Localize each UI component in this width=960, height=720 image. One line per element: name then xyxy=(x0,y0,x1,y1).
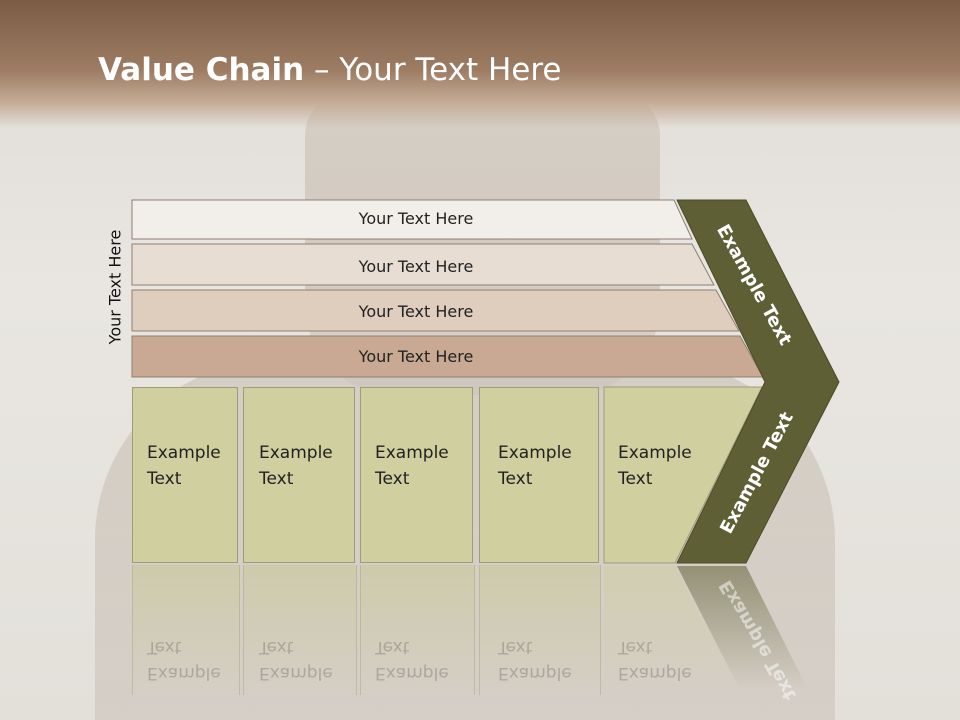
primary-box-5 xyxy=(603,386,763,564)
primary-box-4-line1: Example xyxy=(498,443,572,463)
title-band xyxy=(0,0,960,128)
primary-box-2 xyxy=(243,387,355,563)
page-title-rest: – Your Text Here xyxy=(304,52,562,88)
primary-box-3-line1: Example xyxy=(375,443,449,463)
primary-box-1-reflection-text: Example Text xyxy=(147,634,221,686)
primary-box-4-reflection-line2: Text xyxy=(498,637,533,657)
primary-box-4 xyxy=(479,387,599,563)
primary-box-4-reflection-text: Example Text xyxy=(498,634,572,686)
primary-box-1-line2: Text xyxy=(147,469,182,489)
primary-box-5-reflection-line1: Example xyxy=(618,663,692,683)
primary-box-3-reflection-text: Example Text xyxy=(375,634,449,686)
margin-chevron xyxy=(676,199,840,564)
primary-box-1-reflection-line1: Example xyxy=(147,663,221,683)
primary-box-4-reflection-line1: Example xyxy=(498,663,572,683)
primary-box-3-reflection-line1: Example xyxy=(375,663,449,683)
primary-box-2-reflection-line1: Example xyxy=(259,663,333,683)
primary-box-2-line1: Example xyxy=(259,443,333,463)
primary-box-5-reflection-text: Example Text xyxy=(618,634,692,686)
page-title: Value Chain – Your Text Here xyxy=(98,52,561,88)
primary-box-3-line2: Text xyxy=(375,469,410,489)
primary-box-1 xyxy=(132,387,238,563)
support-bar-1-label: Your Text Here xyxy=(358,209,474,228)
primary-box-3-reflection-line2: Text xyxy=(375,637,410,657)
primary-box-4-reflection xyxy=(479,565,601,695)
support-bar-3-label: Your Text Here xyxy=(358,302,474,321)
page-title-bold: Value Chain xyxy=(98,52,305,88)
primary-box-5-reflection xyxy=(604,566,740,690)
support-bar-2-label: Your Text Here xyxy=(358,257,474,276)
primary-box-4-line2: Text xyxy=(498,469,533,489)
primary-box-1-line1: Example xyxy=(147,443,221,463)
margin-chevron-reflection xyxy=(677,566,808,690)
primary-box-5-line1: Example xyxy=(618,443,692,463)
primary-box-2-line2: Text xyxy=(259,469,294,489)
primary-box-2-reflection-line2: Text xyxy=(259,637,294,657)
primary-box-5-reflection-line2: Text xyxy=(618,637,653,657)
primary-box-1-reflection-line2: Text xyxy=(147,637,182,657)
primary-box-3-reflection xyxy=(360,565,475,695)
primary-box-3 xyxy=(360,387,473,563)
primary-box-2-reflection-text: Example Text xyxy=(259,634,333,686)
support-bar-4-label: Your Text Here xyxy=(358,347,474,366)
primary-box-2-reflection xyxy=(243,565,357,695)
primary-box-5-line2: Text xyxy=(618,469,653,489)
primary-box-1-reflection xyxy=(132,565,240,695)
